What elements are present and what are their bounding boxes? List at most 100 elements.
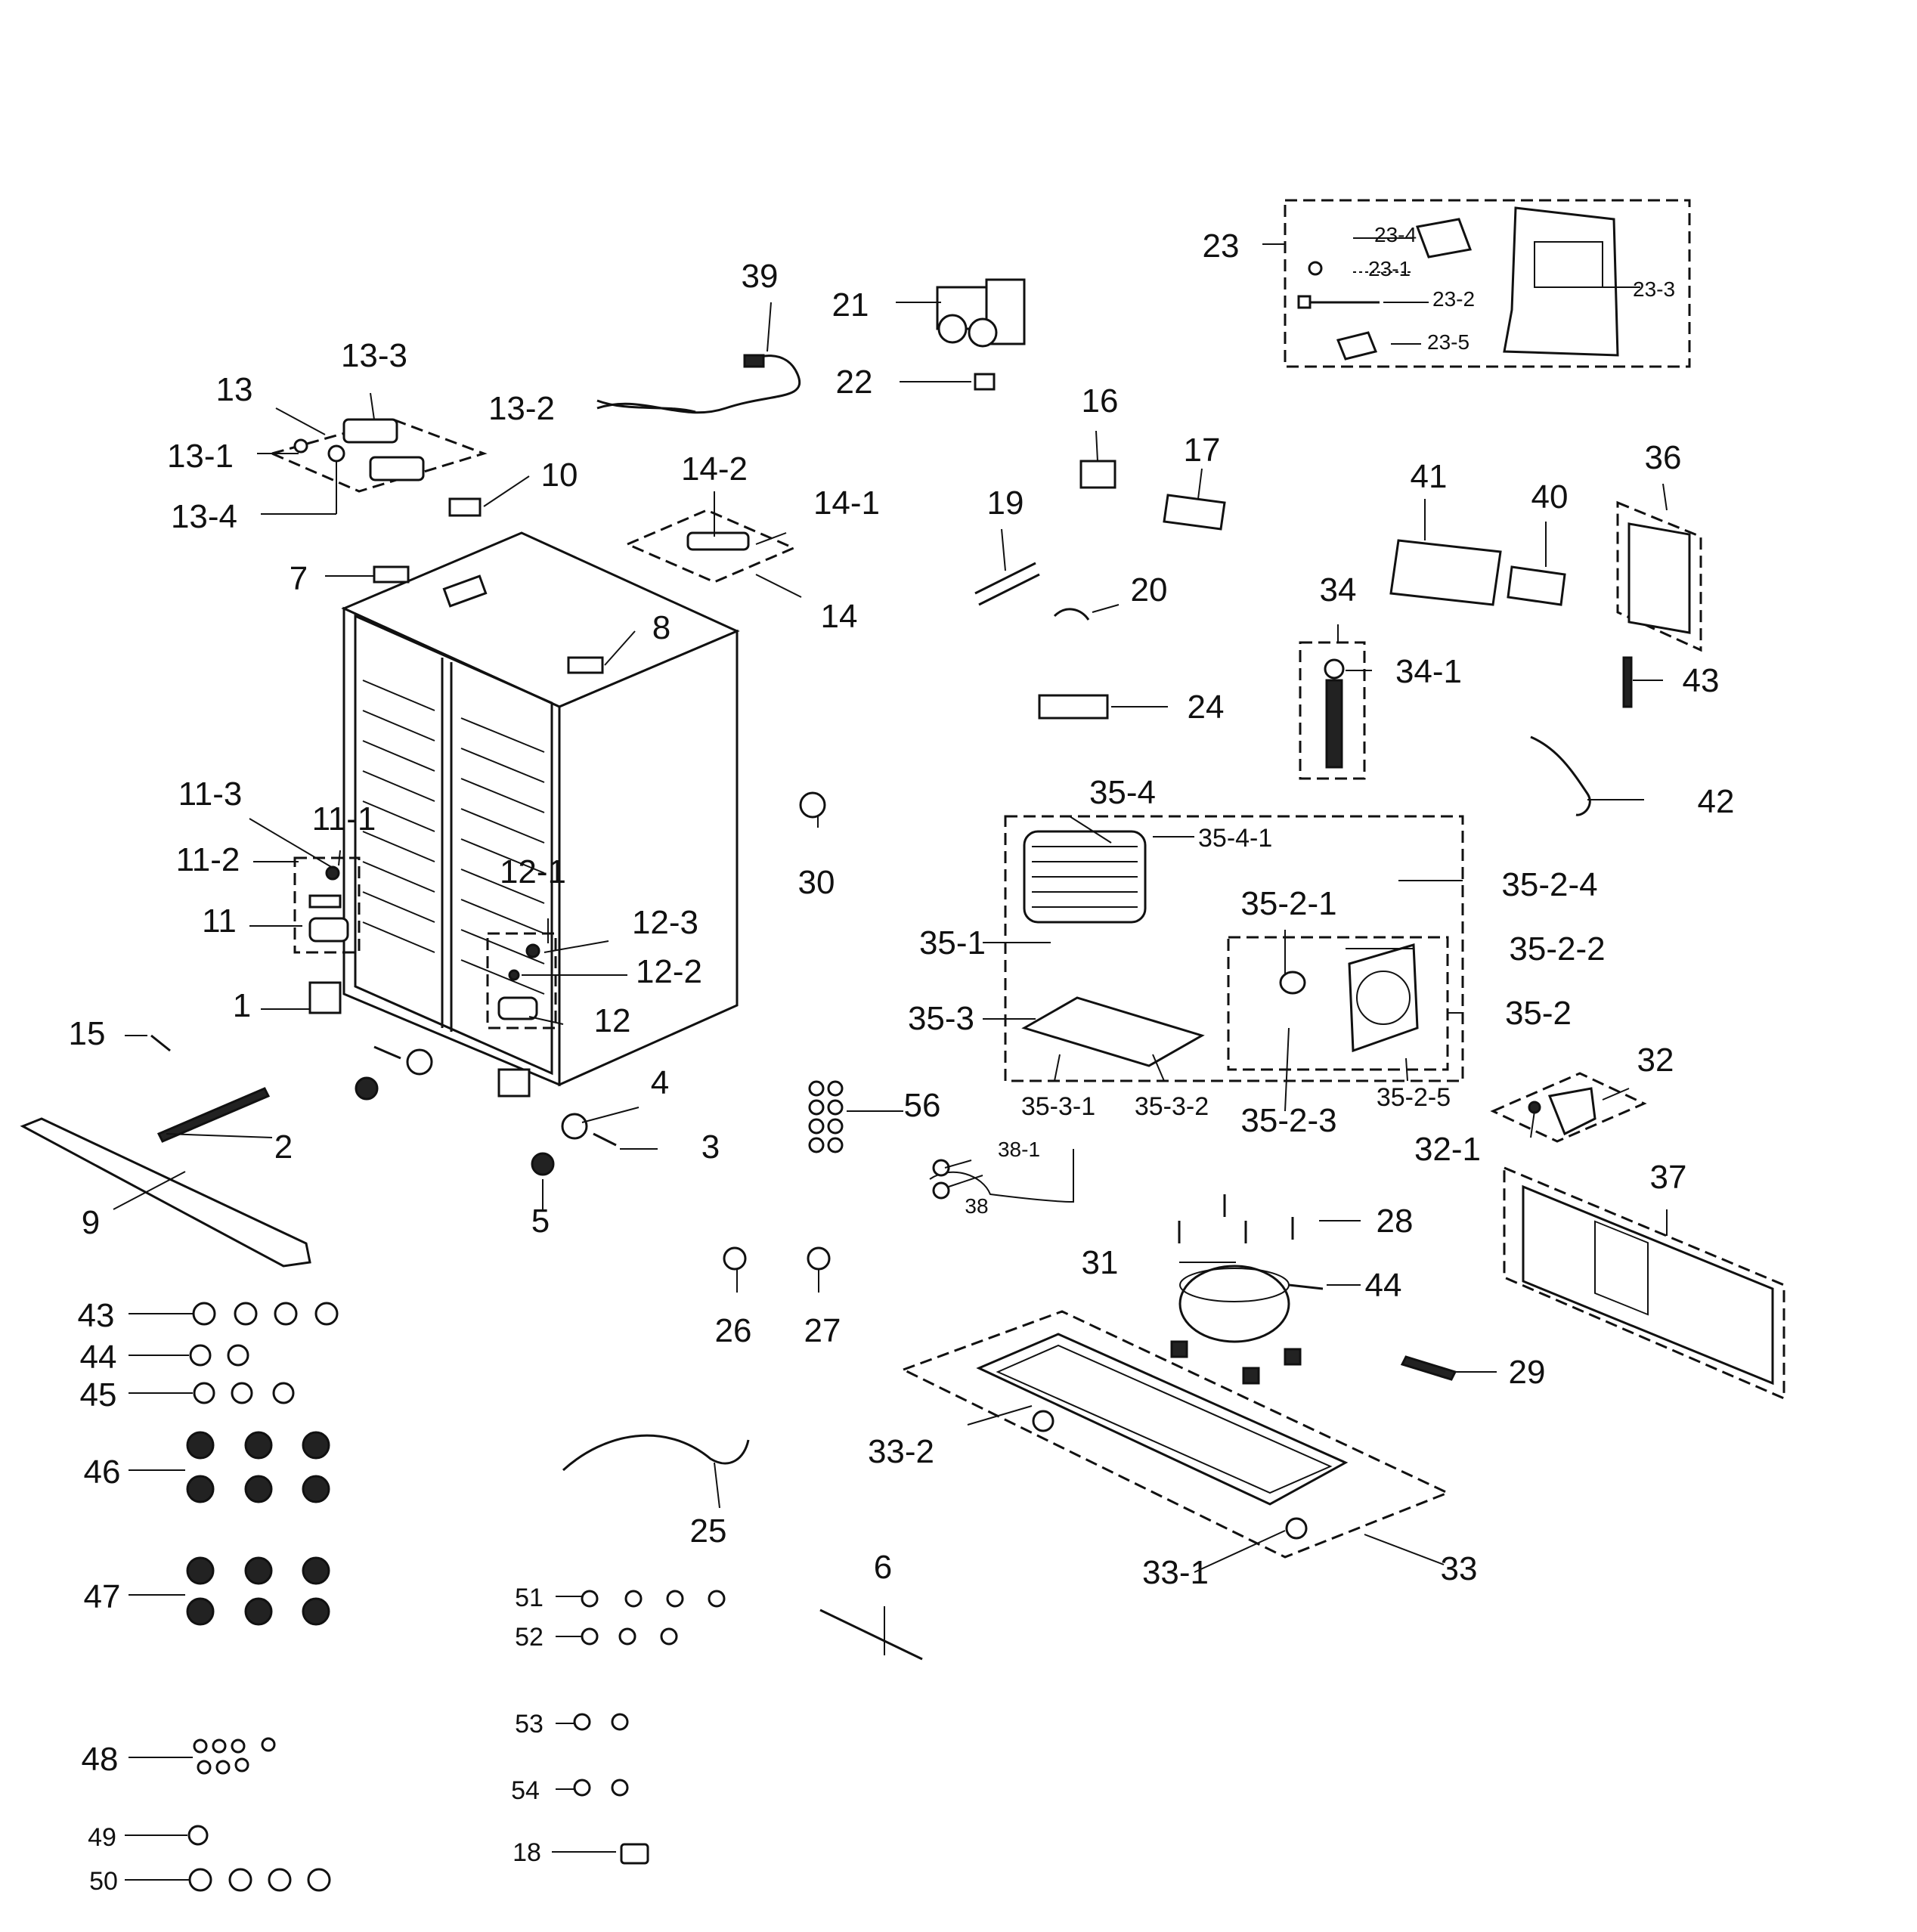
label-8: 8 bbox=[652, 609, 670, 646]
cabinet bbox=[341, 531, 740, 1087]
label-35-2-1: 35-2-1 bbox=[1240, 885, 1336, 922]
label-35-2-4: 35-2-4 bbox=[1501, 866, 1597, 903]
label-33-2: 33-2 bbox=[868, 1433, 934, 1470]
label-32: 32 bbox=[1637, 1042, 1674, 1079]
label-52: 52 bbox=[515, 1623, 544, 1652]
label-41: 41 bbox=[1411, 458, 1448, 495]
part-7 bbox=[373, 565, 410, 584]
label-56: 56 bbox=[904, 1087, 941, 1124]
label-43-right: 43 bbox=[1683, 662, 1720, 699]
part-4 bbox=[561, 1113, 588, 1140]
part-10 bbox=[448, 497, 482, 517]
part-19 bbox=[974, 562, 1040, 606]
label-35-2-2: 35-2-2 bbox=[1509, 930, 1605, 968]
label-26: 26 bbox=[715, 1312, 752, 1349]
label-23-1: 23-1 bbox=[1368, 257, 1411, 280]
label-2: 2 bbox=[274, 1129, 293, 1166]
leveling-foot bbox=[355, 1076, 379, 1101]
part-group-35 bbox=[1004, 815, 1464, 1082]
label-34-1: 34-1 bbox=[1395, 653, 1462, 690]
label-13-3: 13-3 bbox=[341, 337, 407, 374]
part-5 bbox=[531, 1152, 555, 1176]
part-8 bbox=[567, 656, 604, 674]
label-29: 29 bbox=[1509, 1354, 1546, 1391]
base-plate-33 bbox=[900, 1310, 1451, 1559]
label-10: 10 bbox=[541, 457, 578, 494]
label-13-2: 13-2 bbox=[488, 390, 555, 427]
compressor-31 bbox=[1170, 1265, 1324, 1385]
label-35-2-3: 35-2-3 bbox=[1240, 1102, 1336, 1139]
label-30: 30 bbox=[798, 864, 835, 901]
label-32-1: 32-1 bbox=[1414, 1131, 1481, 1168]
label-16: 16 bbox=[1082, 382, 1119, 420]
part-group-12 bbox=[486, 932, 557, 1029]
label-13-1: 13-1 bbox=[167, 438, 234, 475]
label-35-3: 35-3 bbox=[908, 1000, 974, 1037]
label-49: 49 bbox=[88, 1823, 116, 1852]
label-23-2: 23-2 bbox=[1432, 287, 1475, 311]
tube-38 bbox=[929, 1149, 1074, 1203]
label-11-1: 11-1 bbox=[312, 800, 376, 838]
label-20: 20 bbox=[1131, 571, 1168, 608]
label-1: 1 bbox=[233, 987, 251, 1024]
label-23-3: 23-3 bbox=[1633, 277, 1675, 301]
label-23: 23 bbox=[1203, 228, 1240, 265]
fasteners-left bbox=[186, 1302, 339, 1892]
label-9: 9 bbox=[82, 1204, 100, 1241]
label-34: 34 bbox=[1320, 571, 1357, 608]
label-50: 50 bbox=[89, 1867, 118, 1896]
screws-50 bbox=[188, 1868, 331, 1892]
label-44-right: 44 bbox=[1365, 1267, 1402, 1304]
label-13-4: 13-4 bbox=[171, 498, 237, 535]
part-group-14 bbox=[624, 509, 797, 584]
label-11-3: 11-3 bbox=[178, 776, 243, 813]
label-33-1: 33-1 bbox=[1142, 1554, 1209, 1591]
part-group-36 bbox=[1616, 500, 1702, 652]
label-39: 39 bbox=[742, 258, 779, 295]
roller bbox=[406, 1048, 433, 1076]
label-11: 11 bbox=[202, 903, 237, 940]
label-28: 28 bbox=[1377, 1203, 1414, 1240]
screws-45 bbox=[193, 1382, 295, 1404]
label-13: 13 bbox=[216, 371, 253, 408]
base-grille-9 bbox=[20, 1117, 311, 1268]
label-11-2: 11-2 bbox=[176, 841, 240, 878]
part-43-bar bbox=[1622, 656, 1633, 708]
screws-47 bbox=[186, 1556, 330, 1626]
label-14-2: 14-2 bbox=[681, 450, 748, 488]
label-35-3-1: 35-3-1 bbox=[1021, 1092, 1095, 1121]
leader-lines bbox=[113, 237, 1668, 1881]
label-12-1: 12-1 bbox=[500, 853, 566, 890]
wire-harness-39 bbox=[596, 354, 801, 414]
part-27 bbox=[807, 1246, 831, 1271]
screws-28 bbox=[1178, 1194, 1294, 1243]
label-46: 46 bbox=[84, 1454, 121, 1491]
part-26 bbox=[723, 1246, 747, 1271]
part-41 bbox=[1389, 539, 1502, 606]
label-5: 5 bbox=[531, 1203, 550, 1240]
label-47: 47 bbox=[84, 1578, 121, 1615]
screws-53 bbox=[573, 1713, 629, 1731]
part-40 bbox=[1507, 565, 1566, 606]
label-12-2: 12-2 bbox=[636, 953, 702, 990]
label-35-2-5: 35-2-5 bbox=[1377, 1083, 1451, 1112]
label-14-1: 14-1 bbox=[813, 485, 880, 522]
label-18: 18 bbox=[513, 1838, 541, 1867]
label-38: 38 bbox=[965, 1194, 988, 1218]
part-18 bbox=[620, 1843, 649, 1865]
label-17: 17 bbox=[1184, 432, 1221, 469]
screws-43 bbox=[192, 1302, 339, 1326]
label-42: 42 bbox=[1698, 783, 1735, 820]
label-15: 15 bbox=[69, 1015, 106, 1052]
label-12: 12 bbox=[594, 1002, 631, 1039]
label-14: 14 bbox=[821, 598, 858, 635]
label-53: 53 bbox=[515, 1710, 544, 1738]
rod-6 bbox=[819, 1608, 923, 1661]
part-group-23 bbox=[1284, 199, 1691, 368]
label-44: 44 bbox=[80, 1339, 117, 1376]
label-23-4: 23-4 bbox=[1374, 223, 1417, 246]
part-group-13 bbox=[268, 418, 488, 493]
screws-56 bbox=[808, 1080, 844, 1153]
label-7: 7 bbox=[290, 560, 308, 597]
label-3: 3 bbox=[701, 1129, 720, 1166]
